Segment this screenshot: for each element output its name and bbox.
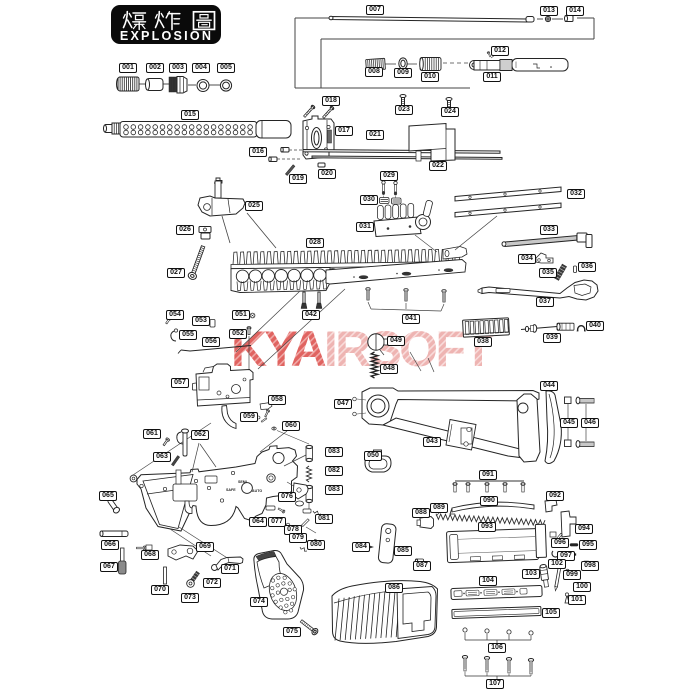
svg-text:SAFE: SAFE (226, 488, 236, 492)
svg-text:KYAIRSOFT: KYAIRSOFT (231, 321, 493, 377)
svg-text:AUTO: AUTO (252, 489, 262, 493)
svg-text:EXPLOSION: EXPLOSION (120, 29, 213, 43)
svg-text:SEMI: SEMI (238, 480, 247, 484)
